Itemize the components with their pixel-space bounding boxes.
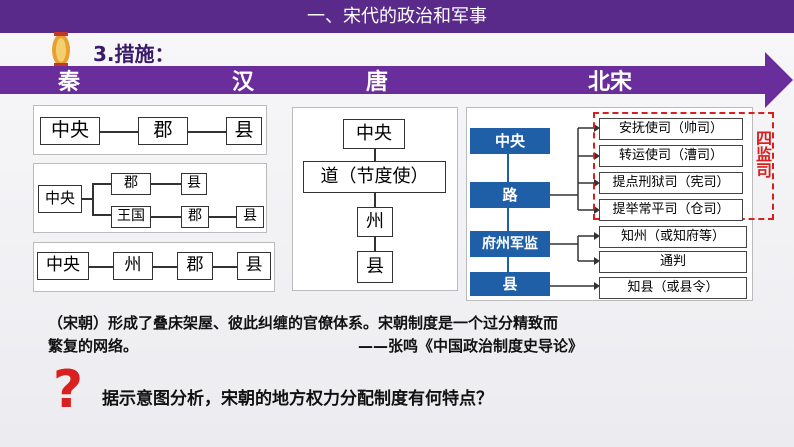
connector [151,216,181,218]
tang-circuit: 道（节度使） [303,161,446,193]
era-han: 汉 [232,70,255,95]
supervisor-transport: 转运使司（漕司） [599,145,743,167]
title-bar [0,0,794,33]
han-kingdom-county: 县 [236,206,264,228]
era-tang: 唐 [366,70,389,95]
question-text: 据示意图分析，宋朝的地方权力分配制度有何特点？ [102,389,493,409]
connector [213,266,237,268]
connector [100,131,138,133]
connector [89,266,113,268]
connector [153,266,177,268]
late-han-commandery: 郡 [177,252,213,280]
han-kingdom: 王国 [111,206,151,228]
qin-commandery: 郡 [138,117,188,145]
song-central: 中央 [470,128,550,154]
timeline-bar [0,66,765,94]
quote-line-1: （宋朝）形成了叠床架屋、彼此纠缠的官僚体系。宋朝制度是一个过分精致而 [48,314,559,332]
connector [82,198,92,200]
era-qin: 秦 [58,70,81,95]
connector [188,131,226,133]
quote-source: ——张鸣《中国政治制度史导论》 [358,337,584,355]
supervisor-judicial: 提点刑狱司（宪司） [599,172,743,194]
connector [507,257,509,272]
connector [507,154,509,182]
qin-central: 中央 [40,117,100,145]
connector [374,237,376,251]
connector [151,183,181,185]
question-mark-icon: ? [52,360,84,420]
tang-prefecture: 州 [357,207,393,237]
late-han-prefecture: 州 [113,252,153,280]
song-circuit: 路 [470,182,550,208]
supervisor-granary: 提举常平司（仓司） [599,199,743,221]
era-song: 北宋 [588,70,633,95]
han-county: 县 [181,173,207,195]
prefect-office: 知州（或知府等） [599,226,747,248]
timeline-arrow-icon [765,52,793,108]
connector [92,183,111,185]
connector [209,216,236,218]
qin-county: 县 [226,117,262,145]
tang-central: 中央 [343,119,405,149]
magistrate-office: 知县（或县令） [599,277,747,299]
vice-prefect-office: 通判 [599,251,747,273]
section-heading: 3.措施： [93,42,175,66]
han-central: 中央 [38,185,82,213]
song-county: 县 [470,272,550,296]
late-han-county: 县 [237,252,271,280]
han-commandery: 郡 [111,173,151,195]
song-prefecture: 府州军监 [470,231,550,257]
connector [507,208,509,231]
connector [374,193,376,207]
supervisor-pacification: 安抚使司（帅司） [599,118,743,140]
page-title: 一、宋代的政治和军事 [307,6,487,27]
connector [374,149,376,161]
four-supervisors-label: 四监司 [753,130,772,178]
tang-county: 县 [357,251,393,283]
lamp-icon [48,30,74,68]
quote-line-2: 繁复的网络。 [48,337,139,355]
connector [92,214,111,216]
song-connectors [550,124,600,290]
han-kingdom-commandery: 郡 [181,206,209,228]
connector [92,183,94,215]
late-han-central: 中央 [37,252,89,280]
